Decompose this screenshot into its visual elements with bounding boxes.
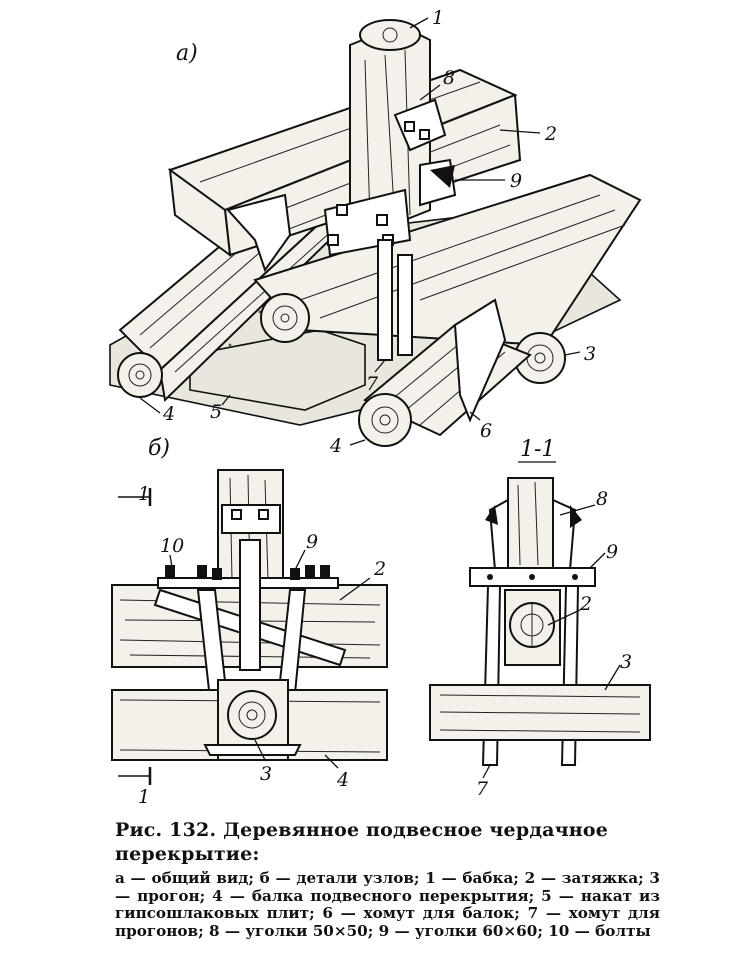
tie-beam-2-end bbox=[168, 167, 232, 258]
svg-text:4: 4 bbox=[329, 435, 342, 457]
svg-text:2: 2 bbox=[544, 123, 557, 145]
beam-4-right-end bbox=[358, 393, 412, 447]
svg-text:4: 4 bbox=[162, 403, 175, 425]
svg-text:9: 9 bbox=[306, 531, 318, 553]
svg-text:3: 3 bbox=[620, 651, 632, 673]
purlin-hanger-7 bbox=[377, 239, 393, 361]
steel-angle-8 bbox=[393, 98, 447, 152]
dark-shadow bbox=[430, 165, 455, 188]
purlin-3-end-left bbox=[260, 293, 310, 343]
wooden-ceiling-drawing: а) 1 2 3 4 4 5 6 7 8 9 б) 1 bbox=[109, 7, 651, 808]
svg-text:1: 1 bbox=[432, 7, 444, 29]
svg-text:2: 2 bbox=[579, 593, 592, 615]
svg-text:10: 10 bbox=[160, 535, 184, 557]
svg-text:9: 9 bbox=[510, 170, 522, 192]
view-a-label: а) bbox=[176, 41, 198, 66]
svg-text:4: 4 bbox=[336, 769, 349, 791]
section-view: 8 9 2 3 7 bbox=[429, 477, 651, 800]
beam-clamp-left bbox=[226, 193, 292, 273]
beam-4-left-end bbox=[117, 352, 163, 398]
king-post-top bbox=[359, 19, 421, 51]
section-label: 1-1 bbox=[520, 437, 555, 462]
svg-text:8: 8 bbox=[596, 488, 608, 510]
svg-text:8: 8 bbox=[443, 67, 455, 89]
svg-text:3: 3 bbox=[260, 763, 272, 785]
svg-text:1: 1 bbox=[138, 483, 150, 505]
svg-text:5: 5 bbox=[210, 401, 222, 423]
svg-text:9: 9 bbox=[606, 541, 618, 563]
view-a-callouts: 1 2 3 4 4 5 6 7 8 9 bbox=[139, 7, 596, 457]
svg-text:6: 6 bbox=[480, 420, 492, 442]
svg-text:7: 7 bbox=[476, 778, 489, 800]
beam-clamp-6 bbox=[453, 298, 507, 423]
general-view bbox=[109, 19, 642, 447]
svg-text:7: 7 bbox=[366, 373, 379, 395]
svg-text:3: 3 bbox=[584, 343, 596, 365]
view-b-label: б) bbox=[148, 436, 170, 461]
caption-title: Рис. 132. Деревянное подвесное чердачное… bbox=[115, 819, 609, 865]
figure-caption: Рис. 132. Деревянное подвесное чердачное… bbox=[115, 818, 660, 940]
caption-legend: а — общий вид; б — детали узлов; 1 — баб… bbox=[115, 869, 660, 940]
svg-text:1: 1 bbox=[138, 786, 150, 808]
detail-view: 1 1 10 bbox=[111, 469, 388, 808]
svg-text:2: 2 bbox=[373, 558, 386, 580]
